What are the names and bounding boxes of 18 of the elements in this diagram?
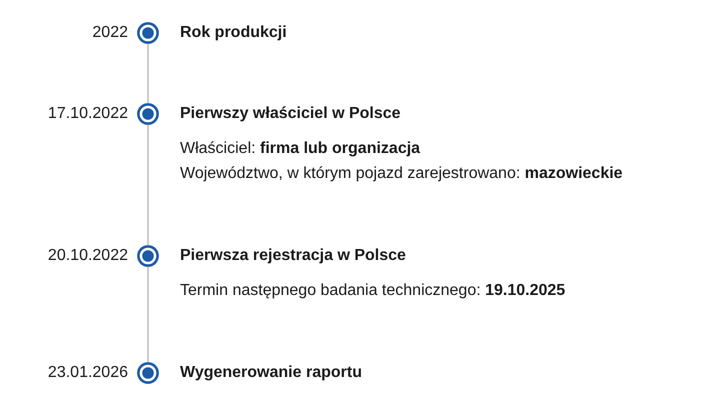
event-title: Pierwszy właściciel w Polsce — [180, 104, 401, 124]
event-title: Pierwsza rejestracja w Polsce — [180, 246, 406, 266]
timeline-dot — [137, 22, 159, 44]
date-label: 2022 — [92, 23, 128, 43]
timeline-line — [147, 267, 149, 362]
event-detail: Termin następnego badania technicznego: 19.10.2025 — [180, 281, 566, 301]
date-label: 17.10.2022 — [48, 104, 128, 124]
event-detail: Właściciel: firma lub organizacja — [180, 139, 420, 159]
event-title: Rok produkcji — [180, 23, 287, 43]
timeline-dot — [137, 362, 159, 384]
timeline-dot — [137, 245, 159, 267]
timeline-line — [147, 125, 149, 245]
date-label: 23.01.2026 — [48, 363, 128, 383]
event-detail: Województwo, w którym pojazd zarejestrowano: mazowieckie — [180, 164, 623, 184]
date-label: 20.10.2022 — [48, 246, 128, 266]
timeline-dot — [137, 103, 159, 125]
timeline-line — [147, 44, 149, 103]
event-title: Wygenerowanie raportu — [180, 363, 362, 383]
